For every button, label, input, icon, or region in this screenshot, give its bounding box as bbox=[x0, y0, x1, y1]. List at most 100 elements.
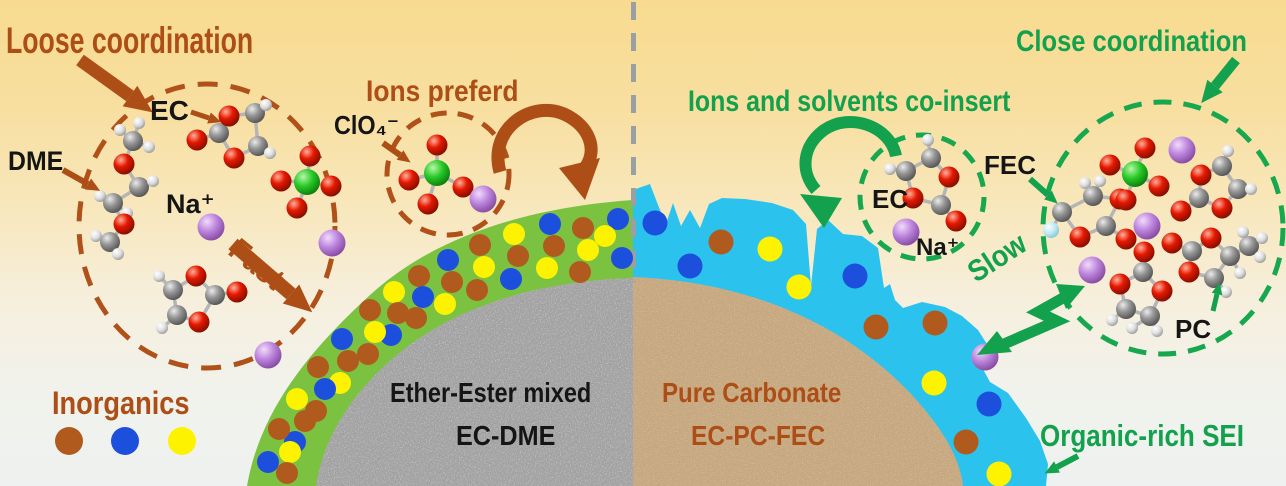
o-atom bbox=[945, 210, 967, 232]
coordination-circles bbox=[76, 81, 1286, 371]
legend-dot bbox=[111, 427, 139, 455]
annotation-arrows bbox=[61, 54, 1240, 474]
ec-left-label: EC bbox=[150, 95, 189, 126]
sei-particle-brown bbox=[357, 343, 379, 365]
sei-particle-yellow bbox=[986, 461, 1012, 486]
c-atom bbox=[1096, 216, 1116, 236]
loose-coordination-arrow bbox=[76, 54, 153, 113]
close-coordination-arrow bbox=[1201, 56, 1240, 104]
legend-dots bbox=[55, 427, 196, 455]
sei-particle-blue bbox=[437, 249, 459, 271]
sei-particle-brown bbox=[387, 302, 409, 324]
sei-particle-blue bbox=[539, 213, 561, 235]
sei-particle-yellow bbox=[473, 256, 495, 278]
sei-particle-blue bbox=[642, 210, 668, 236]
slow-double-arrow bbox=[977, 284, 1085, 355]
o-atom bbox=[902, 187, 924, 209]
sei-particle-brown bbox=[337, 350, 359, 372]
o-atom bbox=[218, 105, 240, 127]
o-atom bbox=[1115, 189, 1137, 211]
c-atom bbox=[1189, 188, 1209, 208]
fec-label: FEC bbox=[984, 150, 1036, 180]
sei-particle-blue bbox=[331, 328, 353, 350]
c-atom bbox=[921, 148, 941, 168]
c-atom bbox=[245, 103, 265, 123]
na-ion-sphere bbox=[318, 229, 346, 257]
sei-particle-brown bbox=[922, 310, 948, 336]
o-atom bbox=[113, 153, 135, 175]
sei-particle-yellow bbox=[434, 293, 456, 315]
h-atom bbox=[1245, 183, 1257, 195]
na-ion-sphere bbox=[197, 213, 225, 241]
na-ion-right-label: Na⁺ bbox=[916, 234, 960, 261]
o-atom bbox=[398, 169, 420, 191]
na-ion-left-label: Na⁺ bbox=[166, 189, 215, 219]
na-ion-sphere bbox=[1133, 212, 1161, 240]
c-atom bbox=[248, 136, 268, 156]
sei-particle-brown bbox=[466, 279, 488, 301]
na-ion-sphere bbox=[1168, 136, 1196, 164]
ions-preferred-label: Ions preferd bbox=[366, 75, 519, 108]
molecules bbox=[90, 99, 1268, 337]
o-atom bbox=[452, 176, 474, 198]
o-atom bbox=[286, 197, 308, 219]
sei-particle-brown bbox=[708, 229, 734, 255]
ec-molecule-bottom-middle bbox=[1106, 241, 1173, 337]
legend-dot bbox=[168, 427, 196, 455]
clo4-molecule-left bbox=[270, 145, 342, 219]
h-atom bbox=[1079, 177, 1091, 189]
ec-molecule-top-right bbox=[1170, 145, 1257, 222]
ions-preferred-dashed-circle bbox=[384, 110, 512, 238]
o-atom bbox=[1178, 261, 1200, 283]
c-atom bbox=[1140, 306, 1160, 326]
fast-arrow bbox=[228, 238, 313, 313]
h-atom bbox=[264, 147, 276, 159]
ether-ester-electrode-label: Ether-Ester mixed bbox=[390, 377, 592, 408]
sei-particle-brown bbox=[953, 429, 979, 455]
loose-coordination-dashed-circle bbox=[76, 81, 338, 371]
o-atom bbox=[1161, 232, 1183, 254]
h-atom bbox=[90, 230, 102, 242]
sei-particle-brown bbox=[469, 234, 491, 256]
sei-particle-blue bbox=[607, 208, 629, 230]
c-atom bbox=[100, 232, 120, 252]
sei-particle-brown bbox=[359, 299, 381, 321]
sei-particle-blue bbox=[842, 263, 868, 289]
clo4-molecule-small-circle bbox=[398, 134, 474, 215]
h-atom bbox=[143, 141, 155, 153]
organic-sei-particles bbox=[642, 210, 1012, 486]
o-atom bbox=[938, 166, 960, 188]
h-atom bbox=[1220, 286, 1232, 298]
c-atom bbox=[1182, 241, 1202, 261]
h-atom bbox=[1222, 145, 1234, 157]
sei-particle-blue bbox=[611, 247, 633, 269]
sei-particle-blue bbox=[412, 286, 434, 308]
h-atom bbox=[94, 190, 106, 202]
organic-rich-sei-label: Organic-rich SEI bbox=[1040, 418, 1245, 453]
h-atom bbox=[1151, 325, 1163, 337]
o-atom bbox=[1133, 241, 1155, 263]
h-atom bbox=[260, 99, 272, 111]
na-ion-sphere bbox=[1078, 256, 1106, 284]
sei-particle-blue bbox=[500, 268, 522, 290]
o-atom bbox=[226, 281, 248, 303]
inorganics-legend-title: Inorganics bbox=[52, 385, 190, 421]
cl-atom bbox=[424, 160, 450, 186]
clo4-molecule-big-circle bbox=[1099, 137, 1170, 211]
o-atom bbox=[1148, 175, 1170, 197]
sei-particle-blue bbox=[677, 253, 703, 279]
sei-particle-blue bbox=[257, 451, 279, 473]
cl-atom bbox=[1122, 161, 1148, 187]
sei-particle-yellow bbox=[364, 321, 386, 343]
ions-preferred-curved-arrow bbox=[491, 103, 600, 200]
c-atom bbox=[163, 280, 183, 300]
h-atom bbox=[147, 175, 159, 187]
sei-particle-blue bbox=[976, 391, 1002, 417]
organic-sei-arrow bbox=[1044, 453, 1080, 474]
h-atom bbox=[156, 322, 168, 334]
sei-particle-yellow bbox=[757, 236, 783, 262]
c-atom bbox=[205, 285, 225, 305]
sei-particle-brown bbox=[507, 245, 529, 267]
